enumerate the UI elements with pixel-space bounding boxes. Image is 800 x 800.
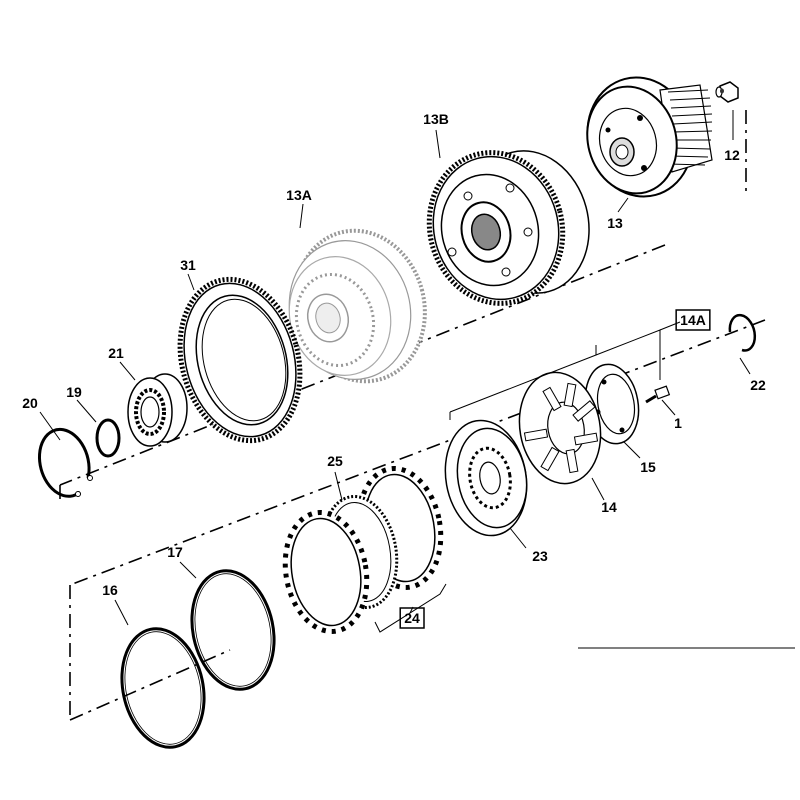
part-label-12: 12 (724, 147, 740, 163)
sprocket-13 (586, 76, 713, 198)
diaphragm-spring-14 (518, 371, 602, 485)
bolt-1 (645, 385, 671, 404)
leader-13b (435, 129, 441, 159)
part-label-13b: 13B (423, 111, 449, 127)
part-label-15: 15 (640, 459, 656, 475)
part-label-24: 24 (404, 610, 420, 626)
clutch-hub-13a (288, 228, 427, 384)
label-box-24 (399, 607, 425, 629)
leader-14 (591, 477, 605, 501)
snap-ring-22 (728, 313, 757, 352)
part-label-19: 19 (66, 384, 82, 400)
leader-23 (509, 527, 527, 549)
o-ring-16 (120, 627, 206, 749)
part-label-21: 21 (108, 345, 124, 361)
leader-16 (114, 599, 129, 626)
part-label-16: 16 (102, 582, 118, 598)
part-label-23: 23 (532, 548, 548, 564)
ring-gear-31 (177, 276, 303, 444)
leader-25 (334, 471, 343, 501)
clutch-plates-24 (282, 466, 444, 634)
leader-22 (739, 357, 751, 375)
leader-17 (179, 561, 197, 579)
retaining-ring-19 (95, 418, 121, 458)
nut-12 (715, 81, 739, 103)
part-label-14: 14 (601, 499, 617, 515)
leader-19 (76, 399, 97, 423)
part-label-14a: 14A (680, 312, 706, 328)
part-label-31: 31 (180, 257, 196, 273)
leader-1 (661, 399, 676, 416)
leader-20 (39, 411, 61, 441)
leader-31 (187, 273, 195, 291)
part-label-22: 22 (750, 377, 766, 393)
part-label-13a: 13A (286, 187, 312, 203)
clutch-shell-13b (426, 150, 590, 306)
snap-ring-20 (37, 427, 93, 498)
part-label-13: 13 (607, 215, 623, 231)
part-label-1: 1 (674, 415, 682, 431)
part-label-17: 17 (167, 544, 183, 560)
part-labels: 12 13 13B 13A 31 14A 22 1 15 14 23 25 24 21 20 19 17 16 (22, 111, 766, 629)
leader-15 (623, 441, 641, 459)
part-label-20: 20 (22, 395, 38, 411)
bearing-21 (127, 373, 188, 447)
leader-21 (119, 361, 136, 381)
leader-13 (617, 197, 629, 213)
part-label-25: 25 (327, 453, 343, 469)
label-box-14a (675, 309, 711, 331)
leader-13a (299, 203, 304, 229)
o-ring-17 (190, 569, 276, 691)
pressure-plate-23 (444, 419, 528, 537)
